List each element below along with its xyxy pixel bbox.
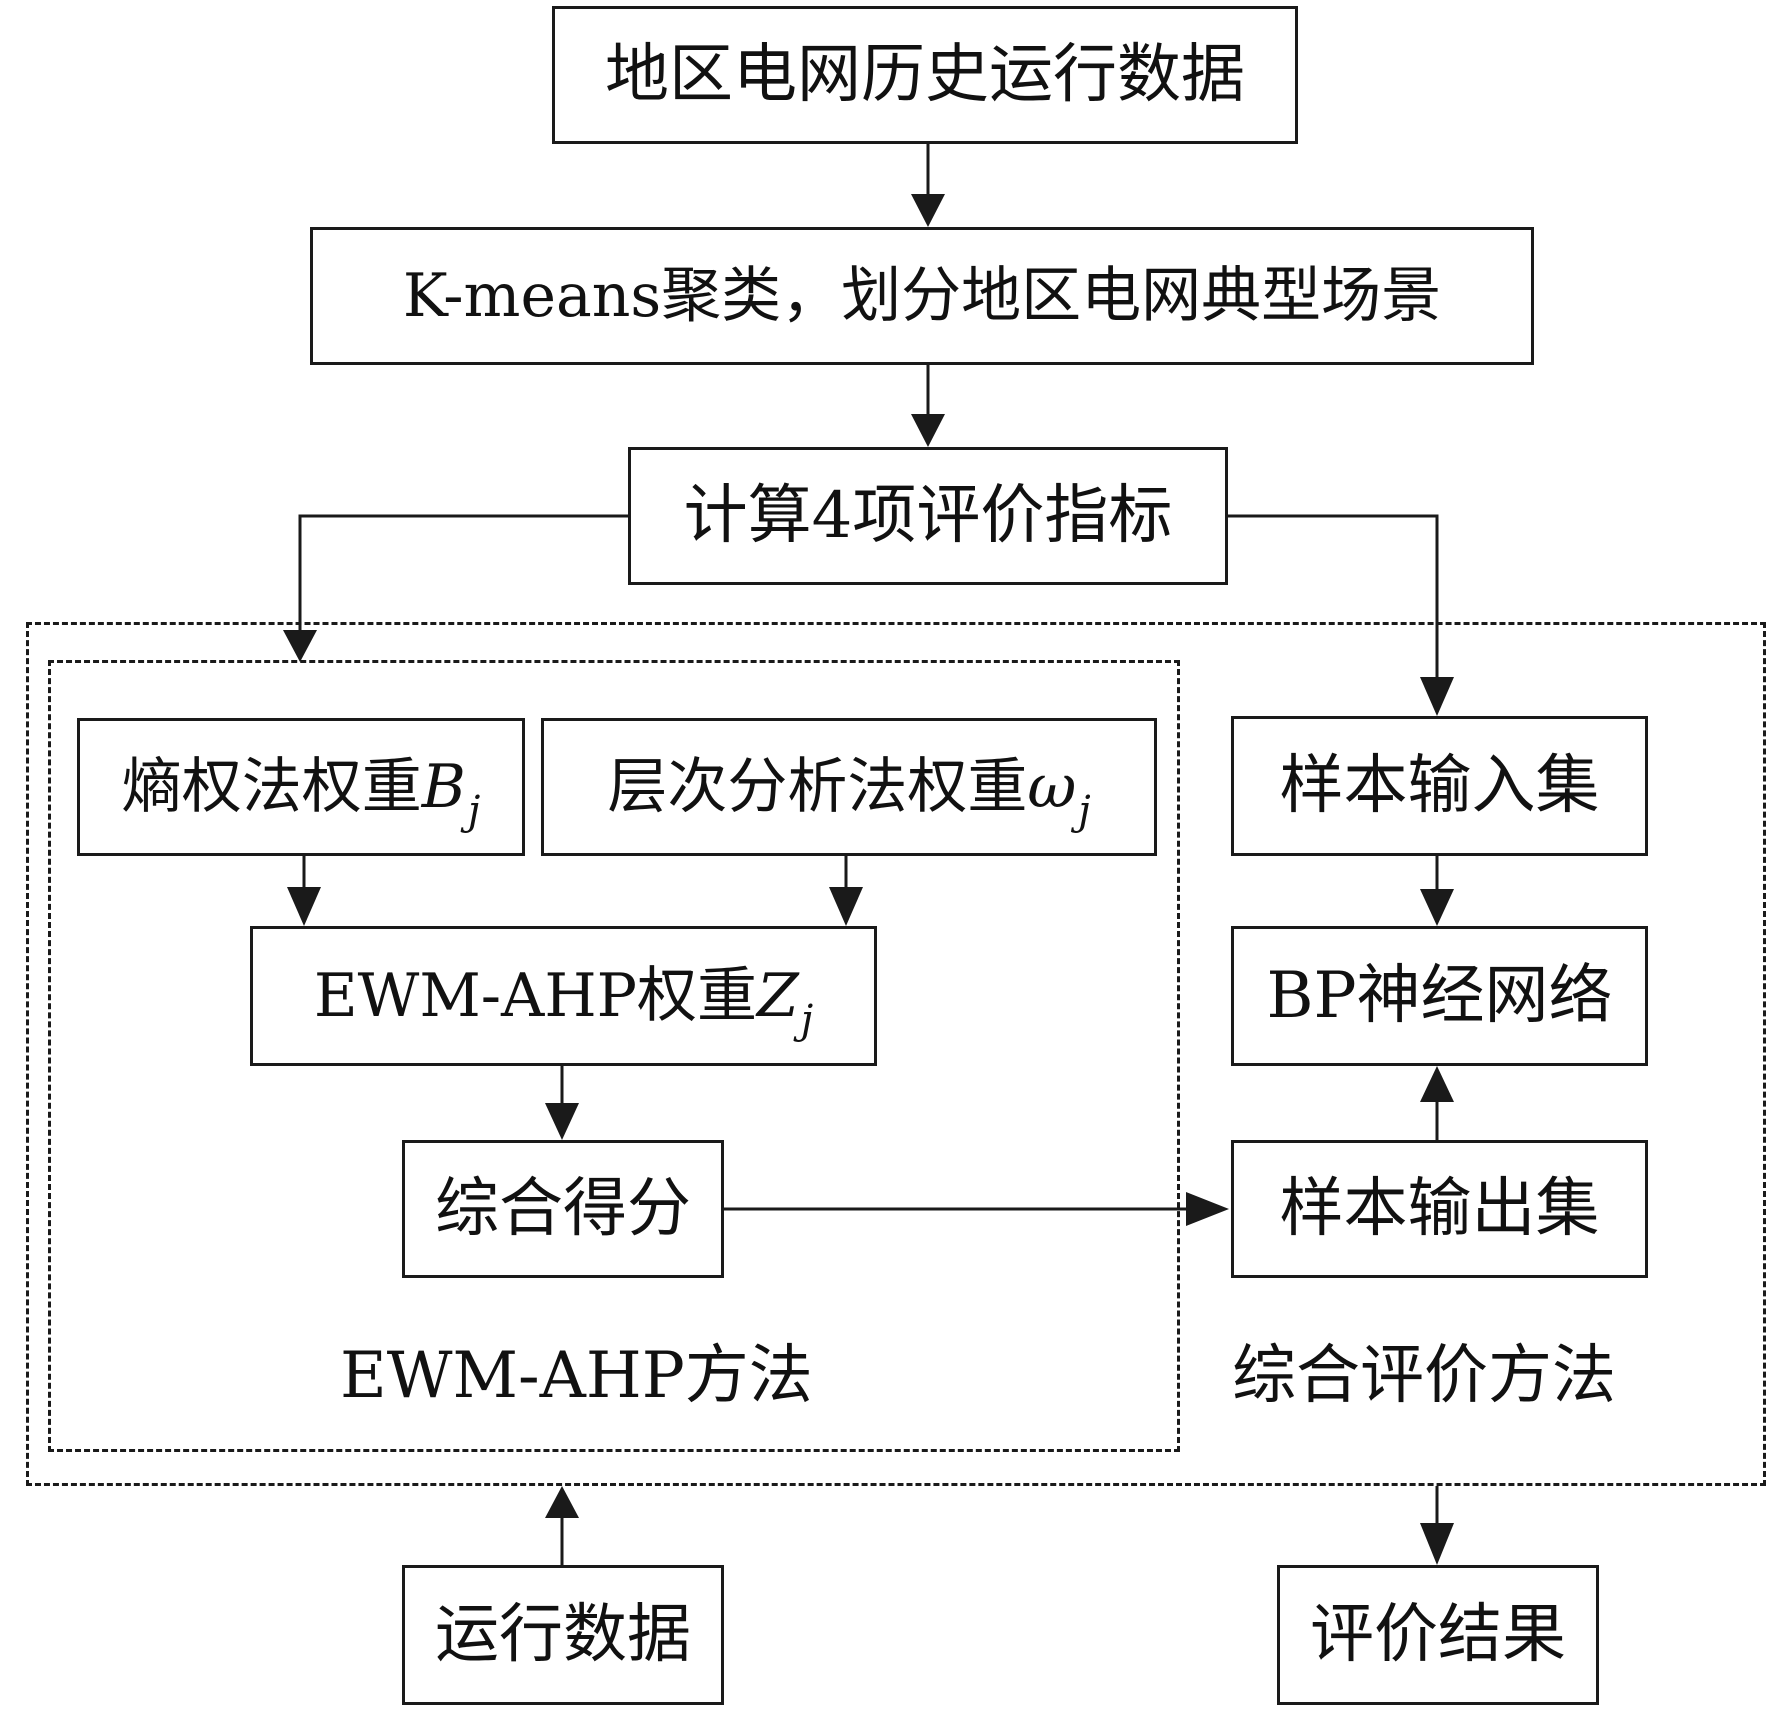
score-label: 综合得分	[435, 1172, 691, 1246]
entropy-weight-var: B	[421, 752, 466, 822]
arrowhead	[545, 1103, 579, 1140]
ewm-ahp-weight-label: EWM-AHP权重	[313, 961, 758, 1031]
result-box: 评价结果	[1277, 1565, 1599, 1705]
sample-output-label: 样本输出集	[1279, 1172, 1600, 1246]
run-data-label: 运行数据	[435, 1598, 691, 1672]
arrowhead	[1420, 677, 1454, 716]
kmeans-box: K-means聚类，划分地区电网典型场景	[310, 227, 1534, 365]
entropy-weight-label: 熵权法权重	[121, 752, 422, 822]
comprehensive-method-caption: 综合评价方法	[1232, 1339, 1616, 1413]
arrowhead	[545, 1486, 579, 1518]
score-box: 综合得分	[402, 1140, 724, 1278]
run-data-box: 运行数据	[402, 1565, 724, 1705]
arrowhead	[1420, 1066, 1454, 1102]
arrowhead	[283, 630, 317, 662]
sample-input-label: 样本输入集	[1279, 749, 1600, 823]
ewm-ahp-weight-sub: j	[800, 997, 814, 1043]
arrowhead	[287, 887, 321, 926]
history-data-box: 地区电网历史运行数据	[552, 6, 1298, 144]
bp-network-box: BP神经网络	[1231, 926, 1648, 1066]
ewm-ahp-method-frame	[48, 660, 1180, 1452]
arrowhead	[1186, 1192, 1229, 1226]
indicators-box: 计算4项评价指标	[628, 447, 1228, 585]
ahp-weight-var: ω	[1027, 752, 1077, 822]
entropy-weight-sub: j	[467, 788, 481, 834]
ewm-ahp-weight-var: Z	[757, 961, 799, 1031]
ewm-ahp-method-caption: EWM-AHP方法	[340, 1339, 813, 1413]
comprehensive-method-frame	[26, 622, 1766, 1486]
ahp-weight-sub: j	[1078, 788, 1091, 834]
sample-input-box: 样本输入集	[1231, 716, 1648, 856]
kmeans-label: K-means聚类，划分地区电网典型场景	[402, 261, 1442, 331]
sample-output-box: 样本输出集	[1231, 1140, 1648, 1278]
arrowhead	[911, 194, 945, 227]
indicators-label: 计算4项评价指标	[683, 479, 1173, 553]
arrowhead	[1420, 889, 1454, 926]
arrowhead	[829, 887, 863, 926]
history-data-label: 地区电网历史运行数据	[605, 38, 1245, 112]
result-label: 评价结果	[1310, 1598, 1566, 1672]
arrowhead	[911, 414, 945, 447]
arrow-indicators-to-ewm-group	[298, 514, 628, 630]
ahp-weight-label: 层次分析法权重	[607, 752, 1028, 822]
arrowhead	[1420, 1523, 1454, 1565]
bp-network-label: BP神经网络	[1266, 959, 1613, 1033]
